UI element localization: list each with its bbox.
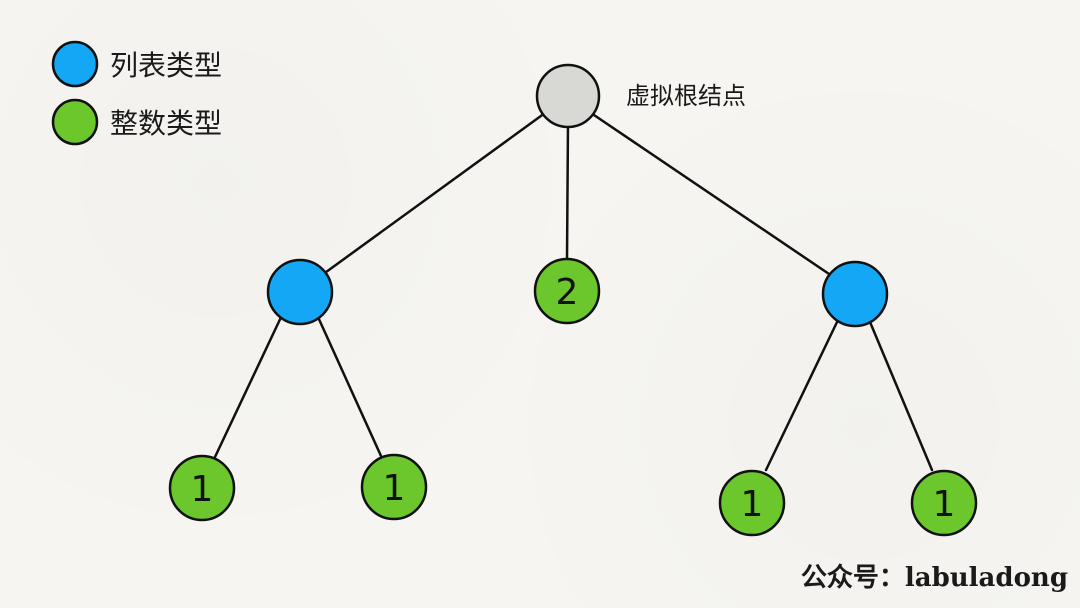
leaf-node-2-label: 1 [383,468,406,509]
tree-edges [213,111,934,472]
edge-list-left-to-leaf-2 [316,315,383,458]
leaf-node-2-circle [360,453,428,521]
leaf-node-4-label: 1 [933,484,956,525]
legend-int-type-label: 整数类型 [110,107,222,140]
edge-root-to-list-left [320,111,547,277]
leaf-node-2: 1 [360,453,428,521]
watermark-text: 公众号：labuladong [801,563,1068,593]
leaf-node-4-circle [910,469,978,537]
int-node-middle-circle [533,257,601,325]
leaf-node-4: 1 [910,469,978,537]
list-node-left [266,258,334,326]
edge-list-right-to-leaf-4 [868,320,934,472]
list-node-right-circle [821,260,889,328]
root-circle [535,63,601,129]
leaf-node-1: 1 [168,454,236,522]
int-node-middle-label: 2 [556,272,579,313]
leaf-node-1-label: 1 [191,469,214,510]
leaf-node-3-label: 1 [741,484,764,525]
list-node-right [821,260,889,328]
edge-list-right-to-leaf-3 [764,318,840,472]
legend: 列表类型 整数类型 [51,40,222,146]
leaf-node-1-circle [168,454,236,522]
edge-root-to-list-right [589,111,834,278]
leaf-node-3: 1 [718,469,786,537]
list-node-left-circle [266,258,334,326]
edge-root-to-int-middle [565,121,570,261]
legend-list-type-swatch [51,40,99,88]
legend-list-type-label: 列表类型 [110,49,222,82]
root-note-label: 虚拟根结点 [626,82,746,110]
int-node-middle: 2 [533,257,601,325]
edge-list-left-to-leaf-1 [213,311,285,459]
legend-int-type-swatch [51,98,99,146]
virtual-root-node [535,63,601,129]
leaf-node-3-circle [718,469,786,537]
